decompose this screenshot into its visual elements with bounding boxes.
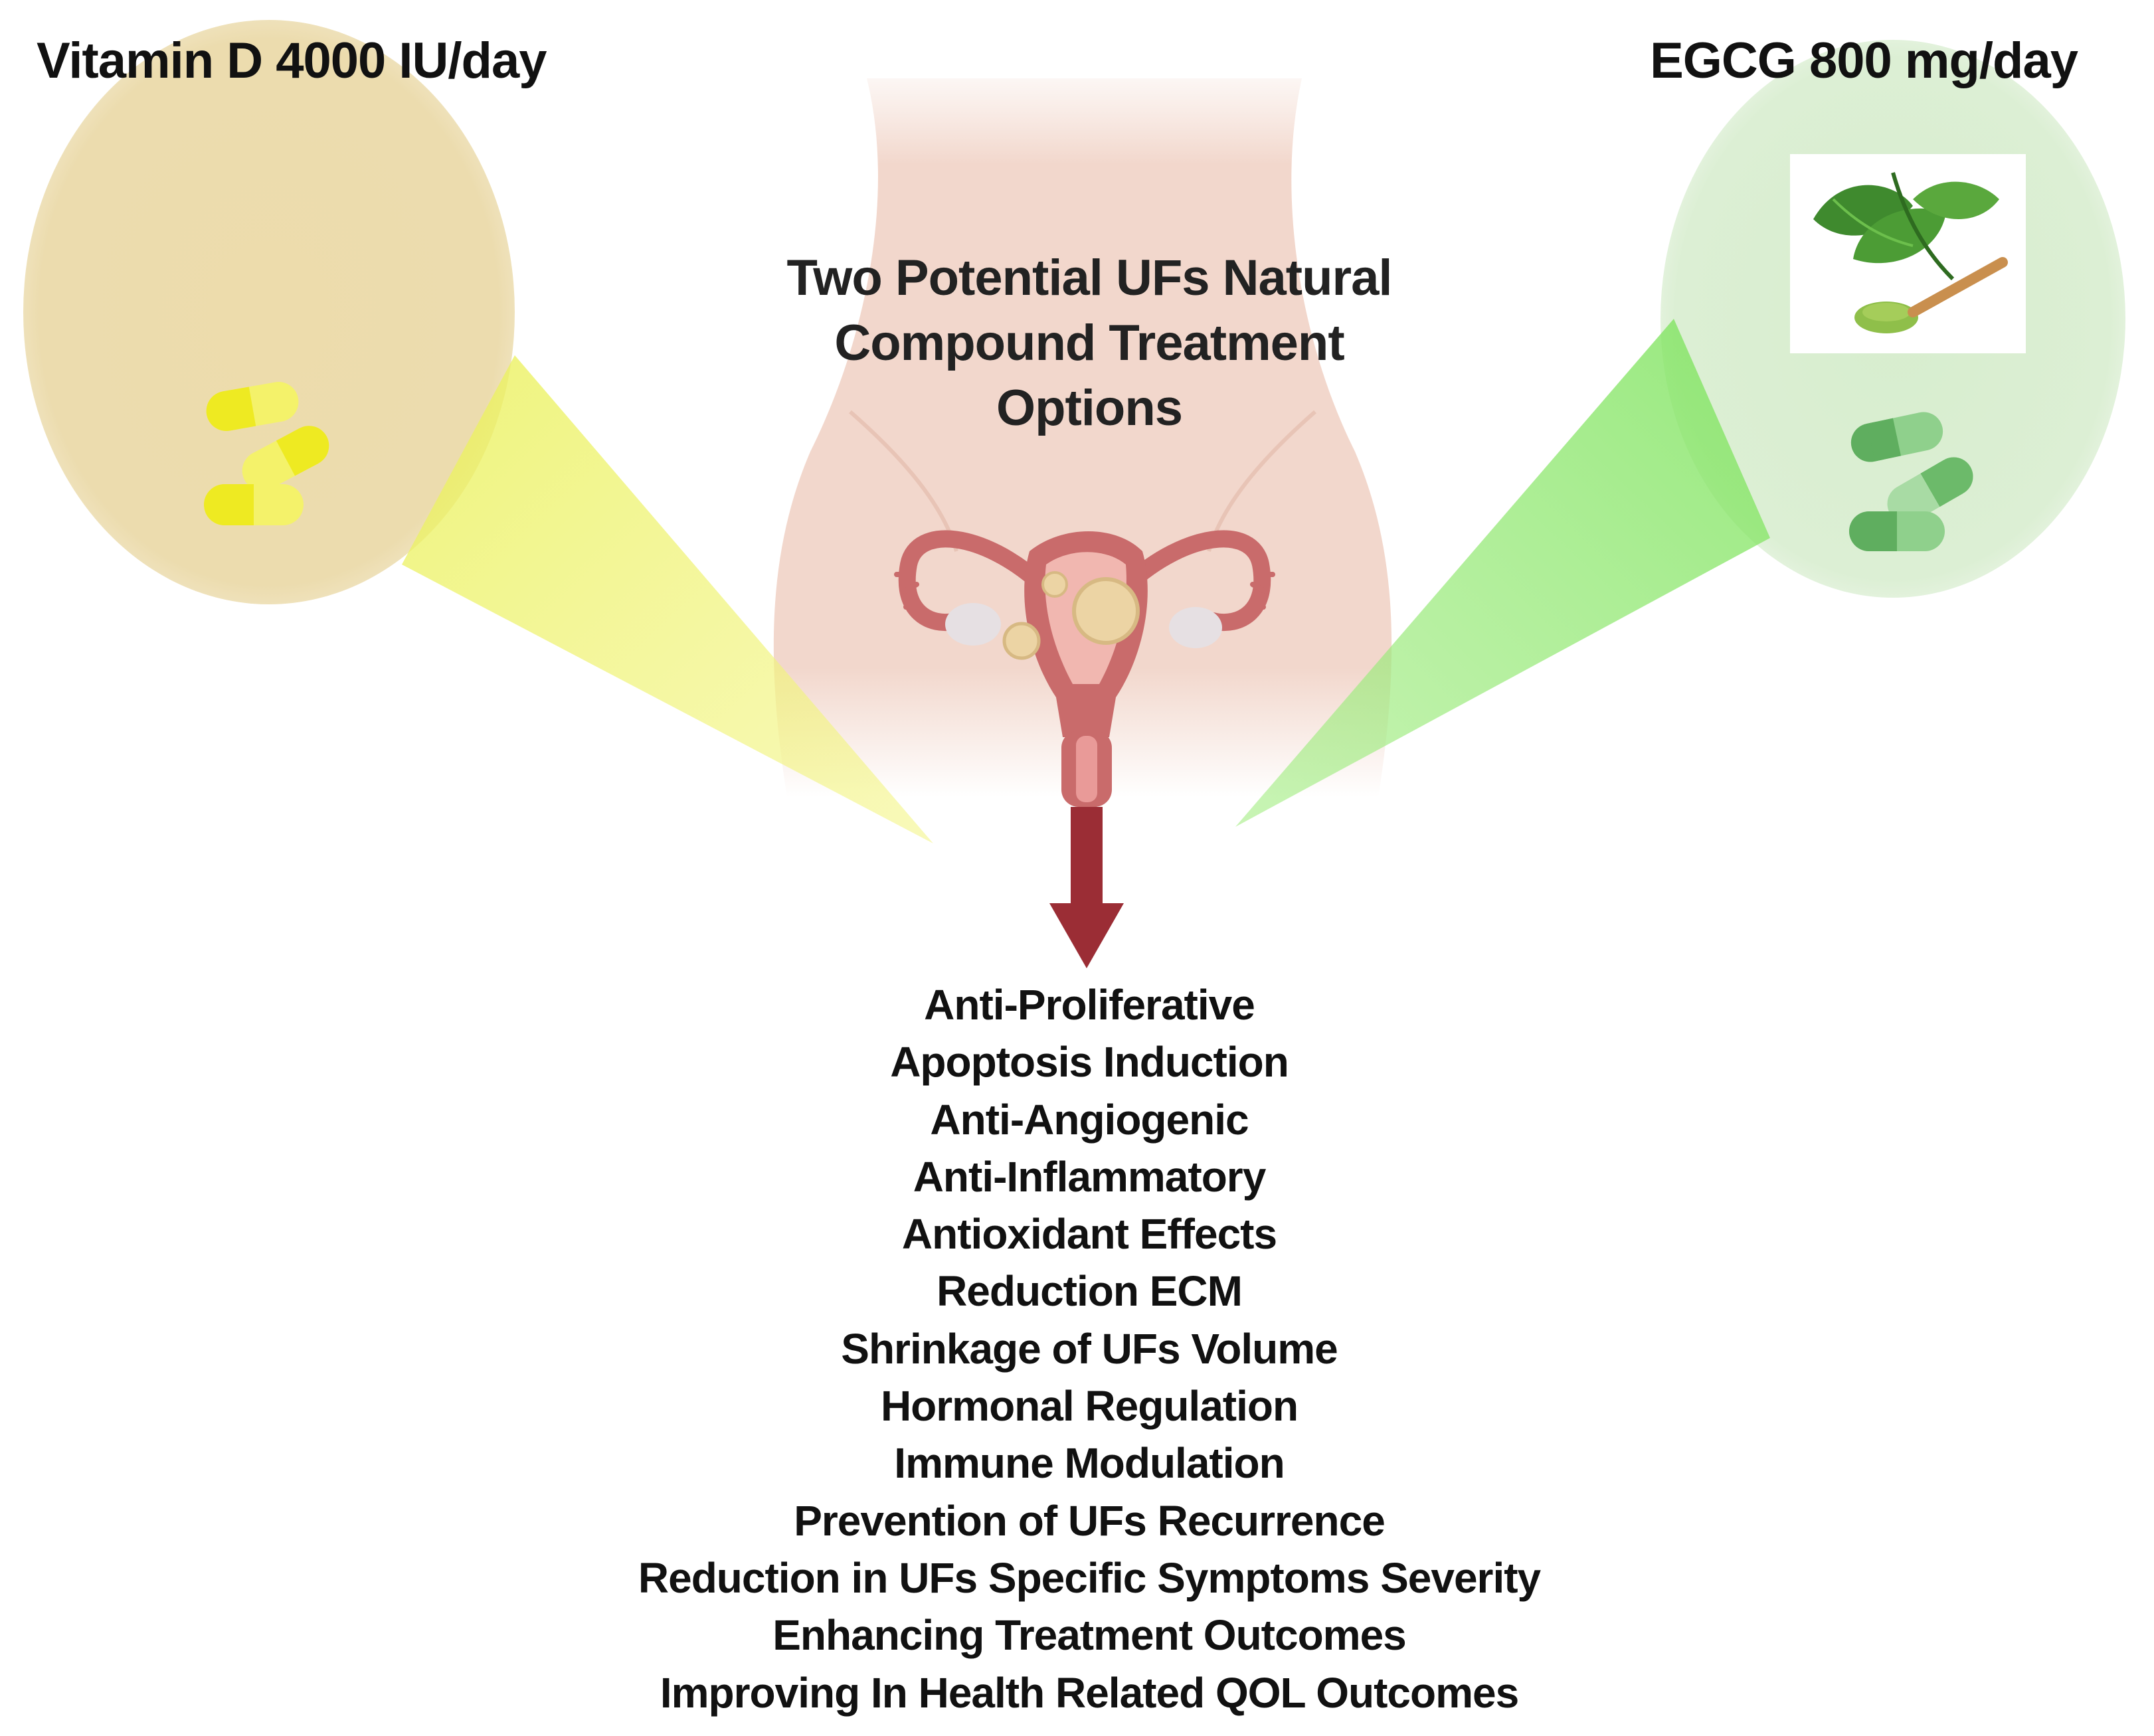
effect-item: Immune Modulation	[894, 1439, 1285, 1488]
uterus-icon	[894, 530, 1275, 807]
green-capsule-icon	[1849, 412, 1973, 551]
effect-item: Reduction in UFs Specific Symptoms Sever…	[638, 1553, 1541, 1602]
vitamin-d-beam	[402, 355, 933, 843]
effects-list: Anti-Proliferative Apoptosis Induction A…	[584, 976, 1594, 1721]
down-arrow-icon	[1049, 807, 1124, 968]
effect-item: Prevention of UFs Recurrence	[794, 1496, 1386, 1545]
effect-item: Anti-Proliferative	[924, 981, 1255, 1029]
effect-item: Antioxidant Effects	[901, 1210, 1277, 1259]
green-tea-leaves-icon	[1790, 154, 2026, 353]
effect-item: Anti-Inflammatory	[913, 1152, 1267, 1201]
effect-item: Reduction ECM	[937, 1267, 1243, 1316]
effect-item: Anti-Angiogenic	[930, 1095, 1249, 1144]
effect-item: Shrinkage of UFs Volume	[841, 1324, 1338, 1373]
effect-item: Apoptosis Induction	[890, 1038, 1289, 1086]
yellow-capsule-icon	[204, 382, 329, 525]
matcha-spoon-icon	[1854, 257, 2008, 333]
title-line: Options	[996, 380, 1183, 436]
egcg-dose-label: EGCG 800 mg/day	[1650, 33, 2078, 89]
title-line: Compound Treatment	[834, 315, 1344, 371]
egcg-beam	[1235, 319, 1770, 827]
title-line: Two Potential UFs Natural	[786, 250, 1392, 306]
diagram-title: Two Potential UFs Natural Compound Treat…	[731, 246, 1448, 441]
effect-item: Enhancing Treatment Outcomes	[772, 1611, 1407, 1660]
vitamin-d-dose-label: Vitamin D 4000 IU/day	[37, 33, 547, 89]
effect-item: Hormonal Regulation	[880, 1382, 1299, 1431]
effect-item: Improving In Health Related QOL Outcomes	[660, 1668, 1519, 1717]
vitamin-d-circle	[23, 20, 515, 604]
